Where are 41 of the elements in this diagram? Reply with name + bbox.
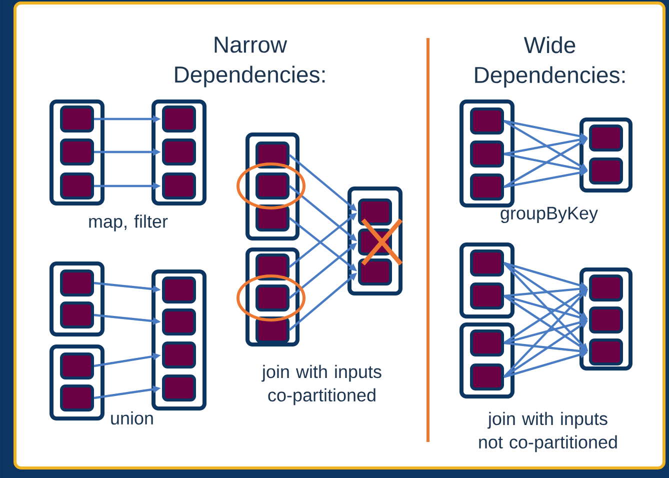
partition-box [60, 106, 94, 132]
partition-box [470, 282, 504, 310]
partition-box [256, 284, 290, 312]
caption-text: union [111, 411, 153, 425]
partition-box [256, 142, 290, 168]
partition-box [60, 302, 94, 328]
partition-box [589, 124, 623, 152]
partition-box [162, 138, 196, 166]
partition-box [256, 316, 290, 344]
partition-box [358, 258, 392, 286]
partition-box [162, 308, 196, 336]
caption-text: join with inputs co-partitioned [262, 364, 382, 406]
partition-box [162, 276, 196, 304]
partition-box [470, 364, 504, 390]
caption-text: join with inputs not co-partitioned [479, 412, 617, 452]
partition-box [60, 352, 94, 380]
partition-box [358, 198, 392, 226]
partition-box [589, 274, 623, 302]
caption-text: groupByKey [500, 206, 598, 224]
heading: Wide Dependencies: [475, 36, 625, 88]
partition-box [470, 330, 504, 356]
partition-box [162, 106, 196, 132]
partition-box [470, 140, 504, 168]
partition-box [162, 374, 196, 402]
partition-box [470, 108, 504, 134]
partition-box [60, 384, 94, 412]
partition-box [256, 172, 290, 200]
partition-box [256, 204, 290, 232]
heading: Narrow Dependencies: [175, 36, 325, 88]
partition-box [470, 250, 504, 276]
partition-box [589, 338, 623, 366]
partition-box [162, 172, 196, 200]
partition-box [256, 254, 290, 280]
partition-box [60, 172, 94, 200]
partition-box [589, 158, 623, 184]
partition-box [470, 174, 504, 200]
caption-text: map, filter [89, 214, 168, 232]
partition-box [60, 270, 94, 296]
partition-box [589, 306, 623, 334]
partition-box [162, 342, 196, 368]
partition-box [60, 138, 94, 166]
